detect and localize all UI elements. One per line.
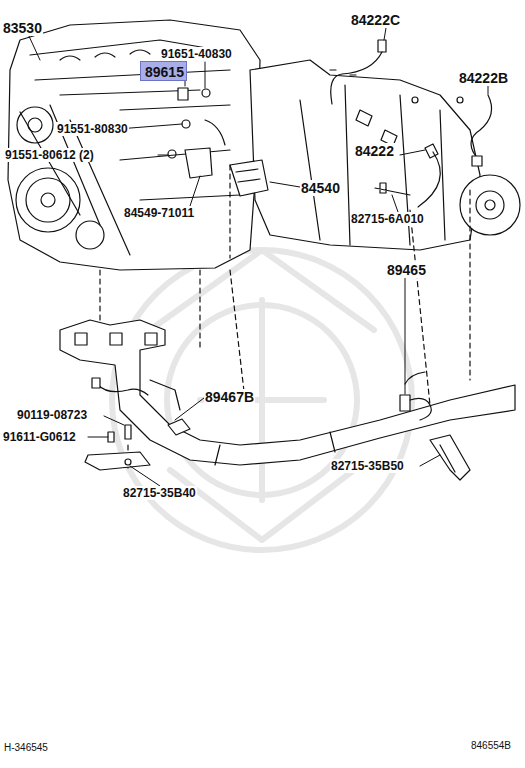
callout-number: 89615 xyxy=(145,64,182,80)
part-number: 82715-35B40 xyxy=(122,486,197,500)
part-number: 90119-08723 xyxy=(16,408,88,422)
illustration-id: H-346545 xyxy=(3,742,49,754)
transmission xyxy=(250,60,520,250)
part-number: 84540 xyxy=(300,180,341,196)
part-number: 91551-80830 xyxy=(56,122,129,136)
bracket-module xyxy=(168,88,268,196)
pipe-brackets xyxy=(85,425,470,480)
part-number: 84222B xyxy=(458,70,509,86)
part-number: 89465 xyxy=(386,262,427,278)
part-number: 84222C xyxy=(350,12,401,28)
part-number: 91651-40830 xyxy=(160,47,233,61)
illustration-id: 846554B xyxy=(470,740,512,752)
leader-lines xyxy=(28,28,488,486)
part-number: 91551-80612 (2) xyxy=(4,148,95,162)
speed-sensors xyxy=(330,40,492,207)
part-number: 82715-35B50 xyxy=(330,459,405,473)
part-number: 89467B xyxy=(204,389,255,405)
watermark xyxy=(112,250,412,550)
part-number: 84222 xyxy=(354,143,395,159)
part-number: 84549-71011 xyxy=(123,206,195,220)
part-number: 82715-6A010 xyxy=(350,212,425,226)
part-number: 83530 xyxy=(2,20,43,36)
highlighted-part-number: 89615 xyxy=(140,61,187,81)
part-number: 91611-G0612 xyxy=(2,430,77,444)
engine xyxy=(8,20,260,270)
